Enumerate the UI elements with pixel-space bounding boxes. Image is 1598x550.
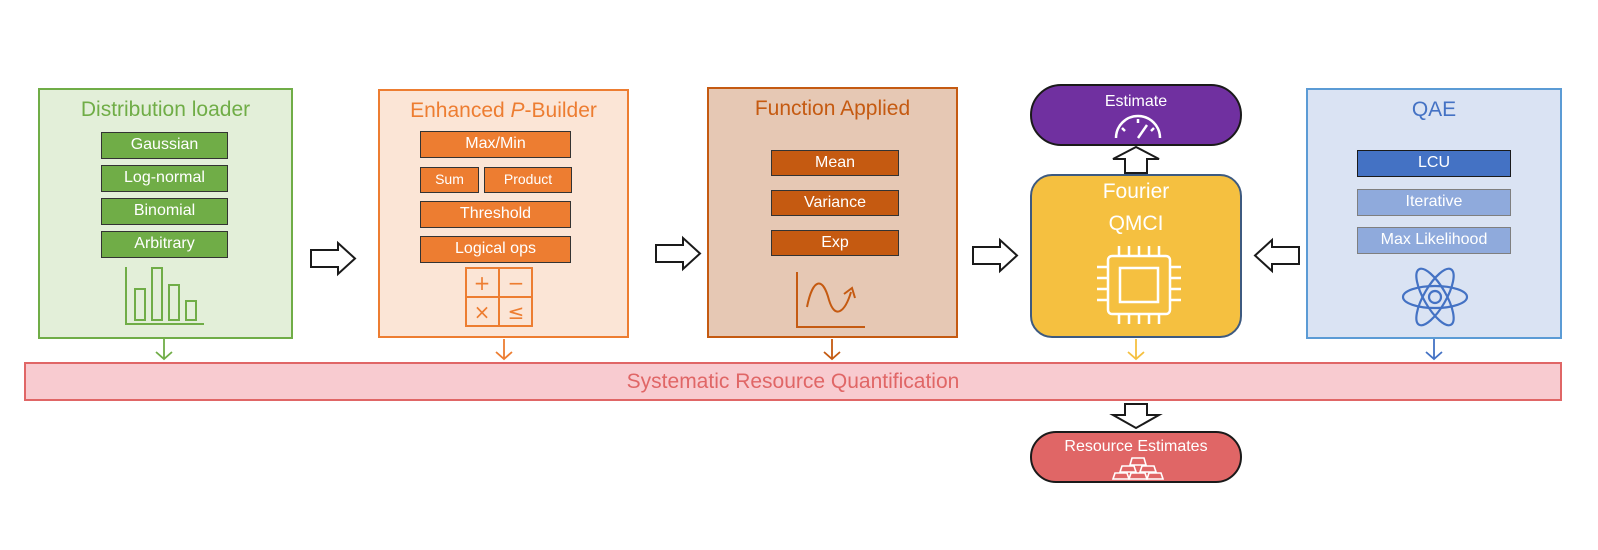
- down-arrow-icon: [155, 339, 173, 361]
- arbitrary-chip: Arbitrary: [101, 231, 228, 258]
- resource-estimates-label: Resource Estimates: [1064, 438, 1208, 455]
- estimate-pill: Estimate: [1030, 84, 1242, 146]
- up-arrow-icon: [1112, 145, 1160, 174]
- plus-symbol: +: [474, 271, 491, 295]
- chip-icon: [1097, 246, 1181, 324]
- fourier-qmci-panel: Fourier QMCI: [1030, 174, 1242, 338]
- max-min-chip: Max/Min: [420, 131, 571, 158]
- down-arrow-icon: [823, 339, 841, 361]
- calculator-icon: + − × ≤: [465, 267, 533, 327]
- lcu-chip: LCU: [1357, 150, 1511, 177]
- bar-chart-icon: [125, 267, 204, 325]
- estimate-label: Estimate: [1104, 93, 1168, 110]
- distribution-loader-panel: Distribution loader Gaussian Log-normal …: [38, 88, 293, 339]
- left-arrow-icon: [1253, 237, 1300, 274]
- down-arrow-icon: [1127, 339, 1145, 361]
- gold-bars-icon: [1111, 457, 1165, 480]
- qmci-title: QMCI: [1108, 212, 1164, 235]
- times-symbol: ×: [474, 300, 491, 324]
- binomial-chip: Binomial: [101, 198, 228, 225]
- down-arrow-icon: [1109, 403, 1163, 430]
- exp-chip: Exp: [771, 230, 899, 256]
- max-likelihood-chip: Max Likelihood: [1357, 227, 1511, 254]
- mean-chip: Mean: [771, 150, 899, 176]
- leq-symbol: ≤: [508, 300, 525, 324]
- minus-symbol: −: [508, 271, 525, 295]
- fourier-title: Fourier: [1102, 180, 1170, 203]
- threshold-chip: Threshold: [420, 201, 571, 228]
- distribution-loader-title: Distribution loader: [80, 98, 251, 121]
- p-builder-title: Enhanced P-Builder: [410, 99, 597, 122]
- resource-estimates-pill: Resource Estimates: [1030, 431, 1242, 483]
- down-arrow-icon: [495, 339, 513, 361]
- logical-ops-chip: Logical ops: [420, 236, 571, 263]
- function-graph-icon: [796, 272, 865, 328]
- atom-icon: [1401, 267, 1469, 327]
- right-arrow-icon: [655, 235, 702, 272]
- product-chip: Product: [484, 167, 572, 193]
- right-arrow-icon: [972, 237, 1019, 274]
- function-applied-panel: Function Applied Mean Variance Exp: [707, 87, 958, 338]
- qae-panel: QAE LCU Iterative Max Likelihood: [1306, 88, 1562, 339]
- gaussian-chip: Gaussian: [101, 132, 228, 159]
- p-builder-panel: Enhanced P-Builder Max/Min Sum Product T…: [378, 89, 629, 338]
- variance-chip: Variance: [771, 190, 899, 216]
- function-applied-title: Function Applied: [754, 97, 911, 120]
- resource-quantification-bar: Systematic Resource Quantification: [24, 362, 1562, 401]
- iterative-chip: Iterative: [1357, 189, 1511, 216]
- right-arrow-icon: [310, 240, 357, 277]
- log-normal-chip: Log-normal: [101, 165, 228, 192]
- qae-title: QAE: [1411, 98, 1457, 121]
- sum-chip: Sum: [420, 167, 479, 193]
- down-arrow-icon: [1425, 339, 1443, 361]
- gauge-icon: [1114, 114, 1162, 139]
